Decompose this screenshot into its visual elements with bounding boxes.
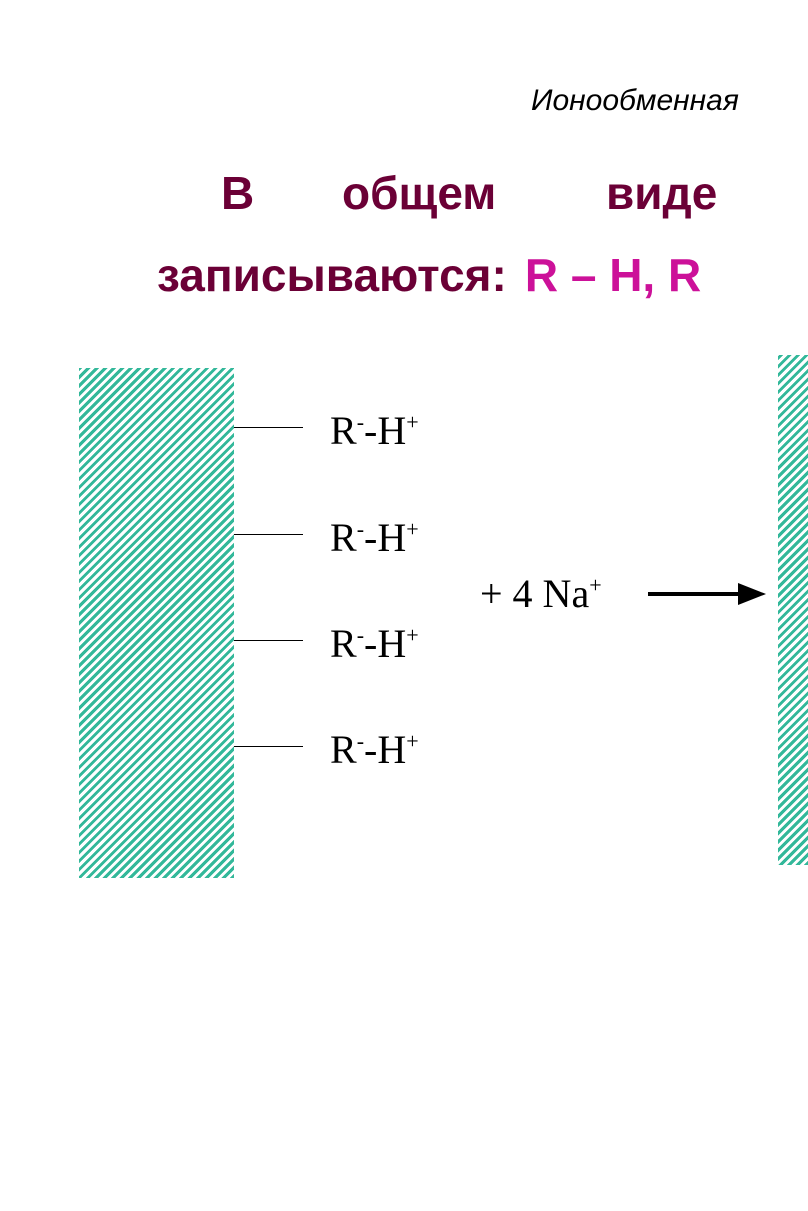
reagent-label: + 4 Na+: [480, 571, 602, 616]
bond-line-4: [234, 746, 303, 747]
second-line-text: записываются:: [157, 249, 507, 301]
bond-line-1: [234, 427, 303, 428]
functional-group-2: R--H+: [330, 515, 419, 560]
intro-word-1: В: [221, 167, 255, 219]
bond-line-2: [234, 534, 303, 535]
functional-group-1: R--H+: [330, 408, 419, 453]
second-line: записываются: R – H, R: [157, 248, 701, 302]
formula-text: R – H, R: [524, 249, 702, 301]
bond-line-3: [234, 640, 303, 641]
intro-word-3: виде: [606, 167, 718, 219]
functional-group-4: R--H+: [330, 727, 419, 772]
resin-matrix-left: [79, 368, 234, 878]
resin-matrix-right: [778, 355, 808, 865]
functional-group-3: R--H+: [330, 621, 419, 666]
intro-word-2: общем: [342, 167, 497, 219]
page-header: Ионообменная: [531, 84, 739, 117]
reaction-arrow-icon: [648, 583, 766, 605]
